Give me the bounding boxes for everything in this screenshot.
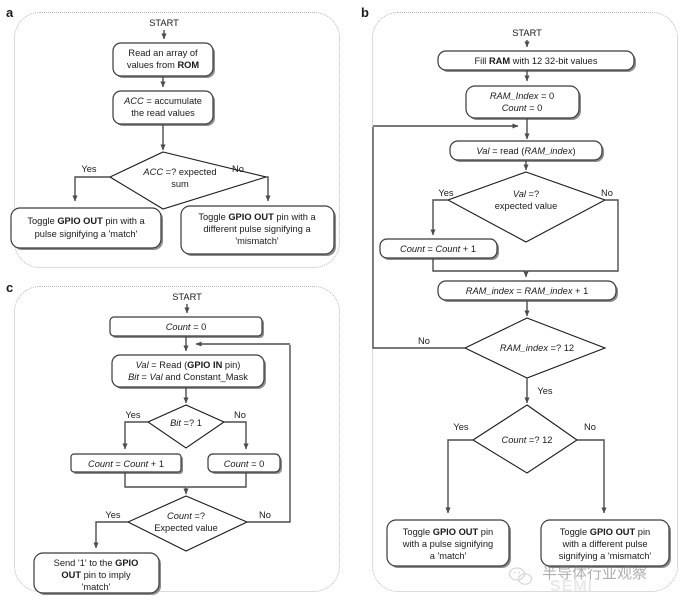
panel-b-match-line3: a 'match' (430, 551, 467, 561)
panel-a-match-line1: Toggle GPIO OUT pin with a (27, 216, 145, 226)
panel-c-group: START Count = 0 Val = Read (GPIO IN pin) (33, 292, 291, 595)
panel-label-a: a (6, 5, 14, 20)
panel-c-count-zero-text: Count = 0 (224, 459, 265, 469)
panel-b-node-idx-inc: RAM_index = RAM_index + 1 (437, 280, 618, 302)
panel-b-node-init: RAM_Index = 0 Count = 0 (465, 85, 581, 120)
panel-a-mismatch-line2: different pulse signifying a (203, 224, 311, 234)
panel-c-send-line3: 'match' (82, 582, 111, 592)
panel-c-decision-bit-text: Bit =? 1 (170, 418, 202, 428)
panel-b-start-label: START (512, 28, 542, 38)
panel-a-acc-line2: the read values (131, 108, 195, 118)
panel-c-node-count-zero: Count = 0 (207, 453, 282, 474)
panel-a-node-acc: ACC = accumulate the read values (112, 90, 215, 126)
panel-b-node-mismatch: Toggle GPIO OUT pin with a different pul… (540, 519, 671, 568)
panel-a-acc-line1: ACC = accumulate (123, 96, 202, 106)
panel-b-fill-ram-text: Fill RAM with 12 32-bit values (475, 56, 598, 66)
panel-b-node-match: Toggle GPIO OUT pin with a pulse signify… (386, 519, 511, 568)
panel-b-branch-count-no: No (584, 422, 596, 432)
panel-a-node-mismatch: Toggle GPIO OUT pin with a different pul… (180, 205, 336, 256)
panel-b-conn-idx-no (372, 127, 465, 349)
panel-b-node-fill-ram: Fill RAM with 12 32-bit values (437, 50, 636, 72)
panel-a-start-label: START (149, 18, 179, 28)
panel-a-decision-line2: sum (171, 179, 189, 189)
panel-b-group: START Fill RAM with 12 32-bit values RAM… (372, 28, 671, 568)
panel-b-branch-val-yes: Yes (438, 188, 454, 198)
panel-b-count-inc-text: Count = Count + 1 (400, 244, 476, 254)
panel-c-send-line1: Send '1' to the GPIO (54, 558, 139, 568)
panel-a-read-rom-line1: Read an array of (128, 48, 198, 58)
panel-c-branch-count-yes: Yes (105, 510, 121, 520)
panel-label-c: c (6, 280, 14, 295)
panel-b-decision-count-text: Count =? 12 (502, 435, 553, 445)
panel-b-match-line1: Toggle GPIO OUT pin (403, 527, 493, 537)
panel-c-decision-count-line1: Count =? (167, 511, 205, 521)
panel-c-conn-count-no (247, 345, 291, 523)
panel-b-branch-idx-yes: Yes (537, 386, 553, 396)
panel-b-conn-val-yes (430, 199, 448, 236)
panel-a-match-line2: pulse signifying a 'match' (35, 229, 138, 239)
panel-b-init-line1: RAM_Index = 0 (490, 91, 554, 101)
panel-a-node-match: Toggle GPIO OUT pin with a pulse signify… (10, 207, 163, 250)
panel-b-decision-val-line2: expected value (495, 201, 558, 211)
panel-a-decision-line1: ACC =? expected (142, 167, 216, 177)
panel-c-conn-bit-no (224, 421, 249, 450)
panel-c-node-send: Send '1' to the GPIO OUT pin to imply 'm… (33, 552, 161, 595)
panel-a-group: START Read an array of values from ROM (10, 18, 336, 256)
panel-c-merge-right (187, 472, 247, 488)
panel-a-conn-no (265, 176, 271, 202)
panel-b-mismatch-line1: Toggle GPIO OUT pin (560, 527, 650, 537)
panel-c-decision-count: Count =? Expected value (126, 495, 249, 552)
panel-c-merge-left (124, 472, 189, 495)
panel-c-decision-bit: Bit =? 1 (146, 404, 226, 449)
panel-b-decision-count: Count =? 12 (471, 404, 578, 474)
panel-b-merge-yes (432, 258, 529, 278)
panel-c-send-line2: OUT pin to imply (61, 570, 131, 580)
panel-b-idx-inc-text: RAM_index = RAM_index + 1 (466, 286, 589, 296)
panel-a-read-rom-line2: values from ROM (127, 60, 200, 70)
panel-a-mismatch-line3: 'mismatch' (235, 236, 279, 246)
panel-c-read-line1: Val = Read (GPIO IN pin) (136, 360, 241, 370)
panel-c-branch-bit-no: No (234, 410, 246, 420)
panel-b-branch-val-no: No (601, 188, 613, 198)
panel-c-start-label: START (172, 292, 202, 302)
panel-a-branch-yes: Yes (81, 164, 97, 174)
panel-a-branch-no: No (232, 164, 244, 174)
panel-b-conn-count-yes (445, 439, 473, 514)
panel-c-read-line2: Bit = Val and Constant_Mask (128, 372, 248, 382)
panel-c-branch-count-no: No (259, 510, 271, 520)
panel-a-node-read-rom: Read an array of values from ROM (112, 42, 215, 78)
panel-c-count-inc-text: Count = Count + 1 (88, 459, 164, 469)
panel-b-node-count-inc: Count = Count + 1 (379, 238, 499, 260)
panel-b-branch-count-yes: Yes (453, 422, 469, 432)
panel-b-match-line2: with a pulse signifying (402, 539, 493, 549)
panel-c-count-init-text: Count = 0 (166, 322, 207, 332)
panel-b-conn-count-no (577, 439, 607, 514)
panel-b-decision-val-line1: Val =? (513, 189, 539, 199)
panel-a-conn-yes (72, 176, 110, 202)
panel-b-decision-idx-text: RAM_index =? 12 (500, 343, 574, 353)
panel-b-mismatch-line2: with a different pulse (561, 539, 647, 549)
panel-b-decision-val: Val =? expected value (446, 171, 607, 243)
panel-a-decision-acc: ACC =? expected sum (108, 151, 269, 210)
panel-c-decision-count-line2: Expected value (154, 523, 218, 533)
panel-a-mismatch-line1: Toggle GPIO OUT pin with a (198, 212, 316, 222)
panel-c-node-count-init: Count = 0 (109, 316, 264, 338)
panel-b-init-line2: Count = 0 (502, 103, 543, 113)
panel-label-b: b (361, 5, 369, 20)
panel-b-decision-idx: RAM_index =? 12 (463, 317, 607, 379)
panel-c-conn-bit-yes (122, 421, 148, 450)
panel-c-branch-bit-yes: Yes (125, 410, 141, 420)
panel-b-read-val-text: Val = read (RAM_index) (476, 146, 575, 156)
panel-b-branch-idx-no: No (418, 336, 430, 346)
panel-c-conn-count-yes (93, 521, 128, 549)
panel-b-node-read-val: Val = read (RAM_index) (449, 140, 604, 162)
panel-b-mismatch-line3: signifying a 'mismatch' (559, 551, 652, 561)
panel-b-merge-no (527, 199, 619, 272)
panel-c-node-count-inc: Count = Count + 1 (70, 453, 183, 474)
panel-c-node-read: Val = Read (GPIO IN pin) Bit = Val and C… (111, 354, 266, 389)
